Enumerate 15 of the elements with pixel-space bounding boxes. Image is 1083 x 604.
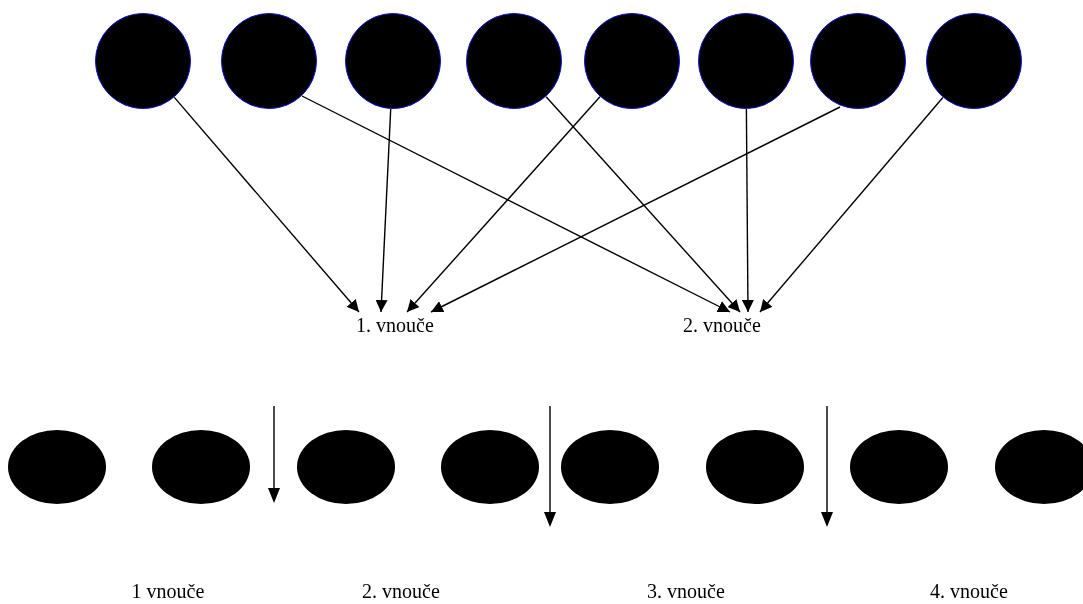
- arrow: [759, 96, 944, 313]
- grandchild-label: 1 vnouče: [131, 579, 205, 603]
- grandchild-label: 2. vnouče: [362, 579, 440, 603]
- arrow: [406, 96, 601, 313]
- arrow: [173, 96, 360, 313]
- arrow: [301, 95, 731, 313]
- grandchild-label: 2. vnouče: [683, 313, 761, 337]
- arrow: [375, 108, 392, 313]
- arrow: [741, 108, 754, 313]
- grandchild-label: 1. vnouče: [356, 313, 434, 337]
- grandchild-label: 3. vnouče: [647, 579, 725, 603]
- grandchild-label: 4. vnouče: [930, 579, 1008, 603]
- ellipse: [995, 430, 1083, 504]
- arrow: [545, 95, 741, 313]
- arrow: [430, 106, 841, 313]
